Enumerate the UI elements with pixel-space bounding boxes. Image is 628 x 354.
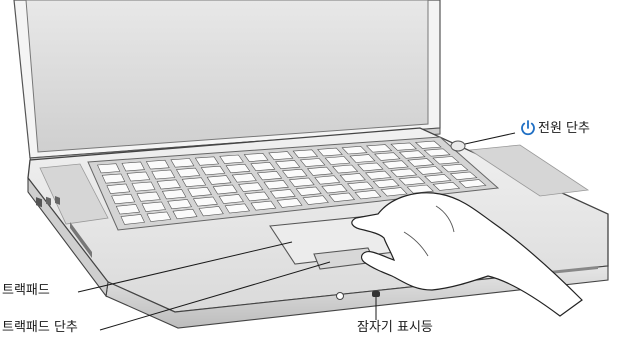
keyboard-key [168,199,192,208]
keyboard-key [245,192,269,201]
ir-receiver [337,293,344,300]
keyboard-key [201,166,225,175]
keyboard-key [132,182,155,191]
power-button-label: 전원 단추 [538,121,590,137]
keyboard-key [171,159,194,168]
keyboard-key [162,190,186,199]
keyboard-key [193,197,217,206]
trackpad-button-label: 트랙패드 단추 [2,320,78,336]
keyboard-key [102,174,125,183]
power-button [451,141,465,151]
keyboard-key [122,162,145,171]
keyboard-key [121,215,145,225]
trackpad-label: 트랙패드 [2,283,50,299]
keyboard-key [98,164,120,173]
keyboard-key [142,202,166,212]
keyboard-key [112,194,135,204]
keyboard-key [188,187,212,196]
keyboard-key [157,180,180,189]
callout-power [465,133,515,144]
keyboard-key [182,178,206,187]
sleep-indicator-label: 잠자기 표시등 [357,320,433,336]
keyboard-key [195,157,218,166]
keyboard-key [207,176,231,185]
keyboard-key [127,172,150,181]
keyboard-key [239,183,263,192]
keyboard-key [152,170,175,179]
keyboard-key [177,168,200,177]
sleep-indicator-light [372,291,380,297]
keyboard-key [137,192,160,201]
keyboard-key [107,184,130,194]
keyboard-key [116,204,139,214]
keyboard-key [213,185,237,194]
keyboard-key [146,160,169,169]
keyboard-key [219,194,243,203]
power-icon [519,119,537,137]
